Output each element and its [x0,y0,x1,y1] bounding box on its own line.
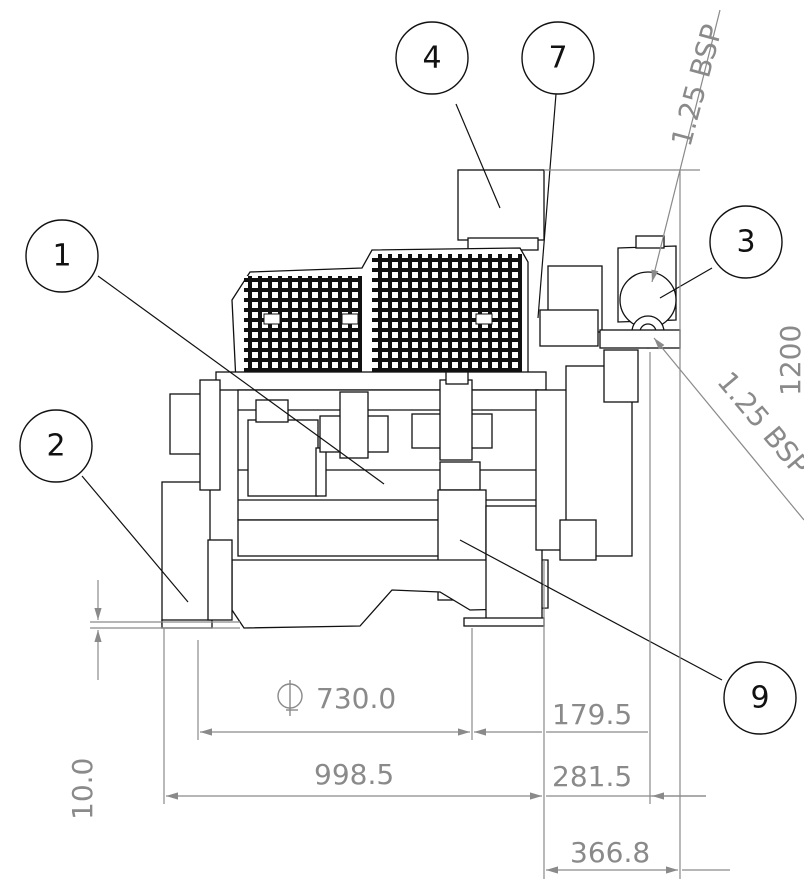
callout-3: 3 [709,205,783,279]
callout-1: 1 [25,219,99,293]
centerline-icon [277,680,303,716]
engine-outline [161,169,681,629]
svg-text:9: 9 [750,681,769,716]
dim-height: 1200 [774,325,804,396]
dimension-lines [90,9,804,879]
svg-text:1: 1 [52,239,71,274]
dim-offset-2: 281.5 [552,760,632,793]
svg-text:3: 3 [736,225,755,260]
dim-offset-1: 179.5 [552,698,632,731]
bsp-label-top: 1.25 BSP [665,21,729,150]
callout-4: 4 [395,21,469,95]
callout-2: 2 [19,409,93,483]
callout-9: 9 [723,661,797,735]
svg-text:4: 4 [422,41,441,76]
dim-offset-3: 366.8 [570,836,650,869]
svg-text:7: 7 [548,41,567,76]
dim-centerline: 730.0 [316,682,396,715]
callout-7: 7 [521,21,595,95]
svg-text:2: 2 [46,429,65,464]
dim-overall-length: 998.5 [314,758,394,791]
dim-base: 10.0 [66,758,99,820]
leader-lines [81,93,723,681]
